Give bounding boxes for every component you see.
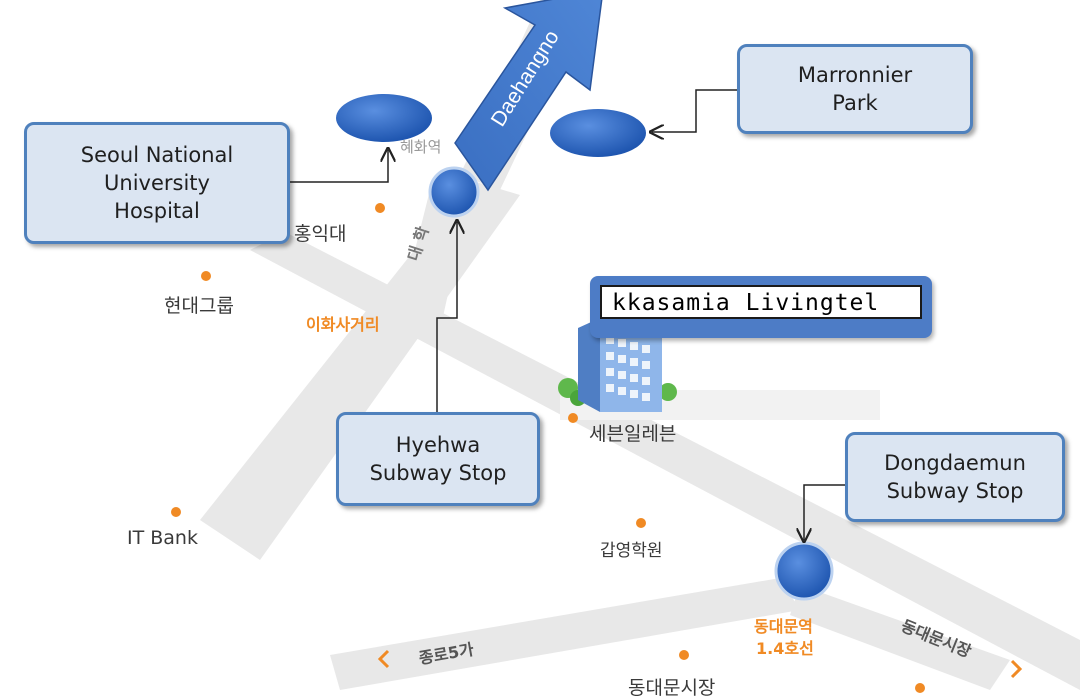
label-hyehwa-faint: 혜화역 [400,138,441,156]
dongdaemun-line-1: Dongdaemun [884,451,1026,475]
building-icon [558,318,677,412]
hospital-connector [290,150,388,183]
chevron-left-icon [377,649,390,669]
hyehwa-line-1: Hyehwa [395,433,481,457]
road-diagonal-main [250,232,1080,690]
marronnier-marker [550,109,646,157]
hyehwa-connector [436,222,457,412]
connector-lines [290,89,845,540]
dongdaemun-callout: Dongdaemun Subway Stop [845,432,1065,522]
marronnier-line-1: Marronnier [797,63,913,87]
livingtel-banner: kkasamia Livingtel [590,276,932,338]
road-jongno [330,578,800,690]
label-itbank: IT Bank [127,527,198,549]
marronnier-connector [652,89,737,132]
livingtel-label: kkasamia Livingtel [600,285,922,319]
label-dongdaemun-station-1: 동대문역 [754,617,813,636]
poi-hyundai-dot [201,271,211,281]
marronnier-callout: Marronnier Park [737,44,973,134]
label-seven-eleven: 세븐일레븐 [589,423,676,445]
label-hongik: 홍익대 [294,223,346,245]
hospital-marker [336,94,432,142]
label-hyundai: 현대그룹 [164,295,234,317]
poi-dots [171,203,925,693]
hospital-line-3: Hospital [114,199,200,223]
dongdaemun-connector [804,484,845,540]
hospital-callout: Seoul National University Hospital [24,122,290,244]
poi-hongik-dot [375,203,385,213]
label-dongdaemun-market: 동대문시장 [628,677,715,699]
hyehwa-line-2: Subway Stop [369,461,507,485]
hyehwa-station-marker [428,166,480,218]
chevron-right-icon [1010,659,1023,679]
poi-market-dot [679,650,689,660]
marronnier-line-2: Park [832,91,878,115]
poi-711-dot [568,413,578,423]
label-dongdaemun-station-2: 1.4호선 [756,639,814,658]
poi-academy-dot [636,518,646,528]
hyehwa-callout: Hyehwa Subway Stop [336,412,540,506]
poi-itbank-dot [171,507,181,517]
label-academy: 갑영학원 [600,541,663,561]
road-dongdaemun-market [790,585,1010,690]
dongdaemun-station-marker [774,541,834,601]
hospital-line-1: Seoul National [80,143,234,167]
label-ihwa: 이화사거리 [306,315,380,334]
poi-market2-dot [915,683,925,693]
hospital-line-2: University [104,171,210,195]
dongdaemun-line-2: Subway Stop [886,479,1024,503]
